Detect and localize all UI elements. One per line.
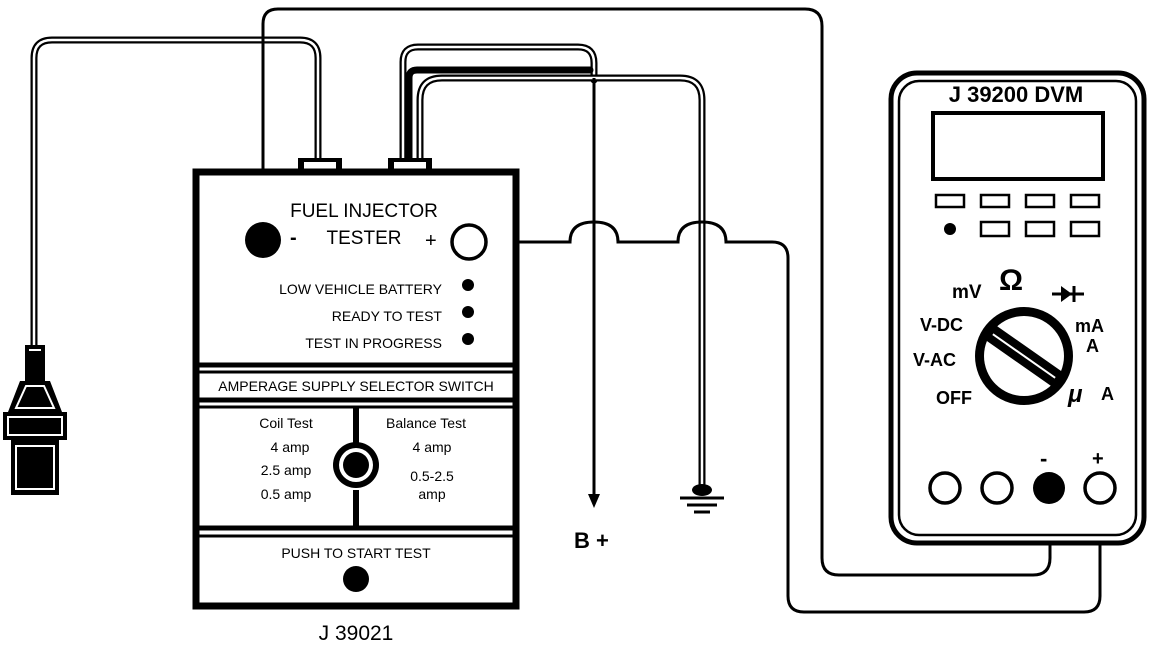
led-ready [462, 306, 474, 318]
dial-label-vac: V-AC [913, 350, 956, 370]
indicator-label-in-progress: TEST IN PROGRESS [305, 335, 442, 351]
positive-jack[interactable] [450, 223, 488, 261]
ohm-symbol-icon: Ω [999, 264, 1023, 297]
dvm-positive-label: + [1092, 448, 1104, 470]
diode-icon [1052, 286, 1084, 302]
negative-jack-label: - [290, 227, 297, 249]
dvm-button[interactable] [1069, 193, 1101, 209]
dvm-negative-jack[interactable] [1033, 472, 1065, 504]
dial-label-a: A [1086, 336, 1099, 356]
dvm-button[interactable] [1024, 193, 1056, 209]
indicator-label-ready: READY TO TEST [332, 308, 443, 324]
dvm-jack-1[interactable] [928, 471, 962, 505]
positive-test-lead [488, 220, 1102, 614]
dvm-display [931, 111, 1105, 181]
ground-cable [416, 74, 706, 492]
injector-harness-cable [30, 36, 322, 354]
dial-label-vdc: V-DC [920, 315, 963, 335]
led-low-battery [462, 279, 474, 291]
dvm-button[interactable] [934, 193, 966, 209]
dvm-button[interactable] [1069, 220, 1101, 238]
dial-label-ma: mA [1075, 316, 1104, 336]
balance-option-range: 0.5-2.5 [410, 468, 454, 484]
battery-label: B + [574, 528, 609, 553]
dvm-button[interactable] [979, 220, 1011, 238]
led-in-progress [462, 333, 474, 345]
dvm-jack-2[interactable] [980, 471, 1014, 505]
balance-option-range-unit: amp [418, 486, 445, 502]
coil-test-heading: Coil Test [259, 415, 313, 431]
balance-option-4: 4 amp [413, 439, 452, 455]
balance-test-heading: Balance Test [386, 415, 466, 431]
dvm-negative-label: - [1040, 446, 1047, 471]
dvm-function-dial[interactable] [975, 307, 1073, 405]
micro-symbol-icon: μ [1067, 381, 1083, 408]
fuel-injector-tester: FUEL INJECTOR TESTER - + LOW VEHICLE BAT… [192, 158, 520, 645]
tester-title: FUEL INJECTOR [290, 201, 438, 222]
dvm-indicator-dot [944, 223, 956, 235]
injector-connector [3, 345, 67, 495]
battery-cable [399, 43, 598, 166]
coil-option-2-5: 2.5 amp [261, 462, 312, 478]
dvm-positive-jack[interactable] [1083, 471, 1117, 505]
negative-jack[interactable] [245, 222, 281, 258]
coil-option-0-5: 0.5 amp [261, 486, 312, 502]
negative-test-lead [261, 7, 1052, 577]
dial-label-mv: mV [952, 282, 982, 303]
battery-wire-arrow [588, 494, 600, 508]
coil-option-4: 4 amp [271, 439, 310, 455]
dial-label-ua-a: A [1101, 384, 1114, 404]
amperage-selector-knob[interactable] [333, 442, 379, 488]
positive-jack-label: + [425, 230, 437, 252]
dvm-button[interactable] [1024, 220, 1056, 238]
dvm-button[interactable] [979, 193, 1011, 209]
selector-title: AMPERAGE SUPPLY SELECTOR SWITCH [218, 378, 493, 394]
push-to-start-button[interactable] [343, 566, 369, 592]
dial-label-off: OFF [936, 388, 972, 408]
ground-symbol [680, 484, 724, 514]
dvm-title: J 39200 DVM [949, 82, 1084, 107]
push-to-start-label: PUSH TO START TEST [281, 545, 431, 561]
indicator-label-low-battery: LOW VEHICLE BATTERY [279, 281, 443, 297]
digital-voltmeter: J 39200 DVM mV Ω V-DC V-AC OFF mA A μ A [888, 70, 1147, 546]
tester-model-label: J 39021 [319, 622, 394, 645]
tester-subtitle: TESTER [327, 228, 402, 249]
